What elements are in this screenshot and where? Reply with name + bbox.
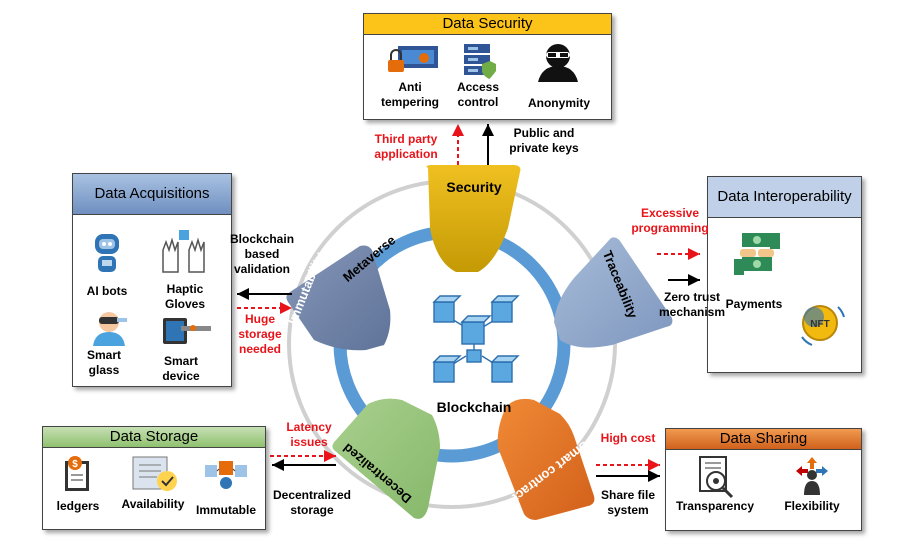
third-party-note: Third party application xyxy=(374,132,438,161)
security-petal xyxy=(426,165,521,272)
payments-icon xyxy=(734,233,780,275)
transparency-label: Transparency xyxy=(675,499,755,513)
data-acquisitions-title: Data Acquisitions xyxy=(73,174,231,215)
immutability-petal xyxy=(286,245,391,351)
zero-trust-note: Zero trust mechanism xyxy=(658,290,726,319)
access-control-icon xyxy=(464,44,496,79)
ai-bots-label: AI bots xyxy=(86,284,128,298)
decentralized-storage-note: Decentralized storage xyxy=(272,488,352,517)
inner-circle xyxy=(349,241,555,447)
immutable-storage-label: Immutable xyxy=(195,503,256,517)
smart-contract-petal xyxy=(497,398,595,520)
access-control-label: Access control xyxy=(456,80,500,109)
traceability-petal xyxy=(554,237,673,348)
data-security-box: Data Security Anti tempering Access cont… xyxy=(363,13,612,120)
anonymity-icon xyxy=(538,44,578,82)
blockchain-cubes-icon xyxy=(432,295,520,383)
ai-bot-icon xyxy=(95,234,119,272)
svg-text:$: $ xyxy=(72,459,78,470)
smart-glass-icon xyxy=(93,312,127,346)
huge-storage-note: Huge storage needed xyxy=(238,312,282,356)
ledgers-label: ledgers xyxy=(56,499,100,513)
data-storage-box: Data Storage $ ledgers Availability Immu… xyxy=(42,426,266,530)
transparency-icon xyxy=(699,456,734,499)
excessive-programming-note: Excessive programming xyxy=(631,206,709,235)
flexibility-label: Flexibility xyxy=(784,499,840,513)
smart-glass-label: Smart glass xyxy=(86,348,121,377)
smart-device-label: Smart device xyxy=(162,354,200,383)
data-acquisitions-box: Data Acquisitions AI bots Haptic Gloves … xyxy=(72,173,232,387)
haptic-gloves-label: Haptic Gloves xyxy=(164,282,206,311)
share-file-note: Share file system xyxy=(600,488,656,517)
decentralized-petal xyxy=(332,398,440,519)
latency-note: Latency issues xyxy=(286,420,332,449)
ledgers-icon: $ xyxy=(65,456,89,491)
flexibility-icon xyxy=(796,457,828,495)
data-sharing-box: Data Sharing Transparency Flexibility xyxy=(665,428,862,531)
immutable-icon xyxy=(205,461,247,489)
center-title: Blockchain xyxy=(437,399,512,415)
availability-icon xyxy=(132,456,177,491)
data-storage-title: Data Storage xyxy=(43,427,265,448)
data-interoperability-box: Data Interoperability Payments NFT xyxy=(707,176,862,373)
anonymity-label: Anonymity xyxy=(527,96,590,110)
anti-tempering-label: Anti tempering xyxy=(380,80,439,109)
availability-label: Availability xyxy=(121,497,185,511)
validation-note: Blockchain based validation xyxy=(230,232,295,276)
high-cost-note: High cost xyxy=(600,431,656,445)
anti-tempering-icon xyxy=(388,46,438,72)
payments-label: Payments xyxy=(725,297,783,311)
data-sharing-title: Data Sharing xyxy=(666,429,861,450)
haptic-gloves-icon xyxy=(162,230,205,273)
smart-device-icon xyxy=(163,318,211,344)
svg-text:NFT: NFT xyxy=(810,319,829,330)
data-interoperability-title: Data Interoperability xyxy=(708,177,861,218)
data-security-title: Data Security xyxy=(364,14,611,35)
security-petal-label: Security xyxy=(446,179,501,195)
public-keys-note: Public and private keys xyxy=(509,126,579,155)
nft-icon: NFT xyxy=(801,305,845,346)
